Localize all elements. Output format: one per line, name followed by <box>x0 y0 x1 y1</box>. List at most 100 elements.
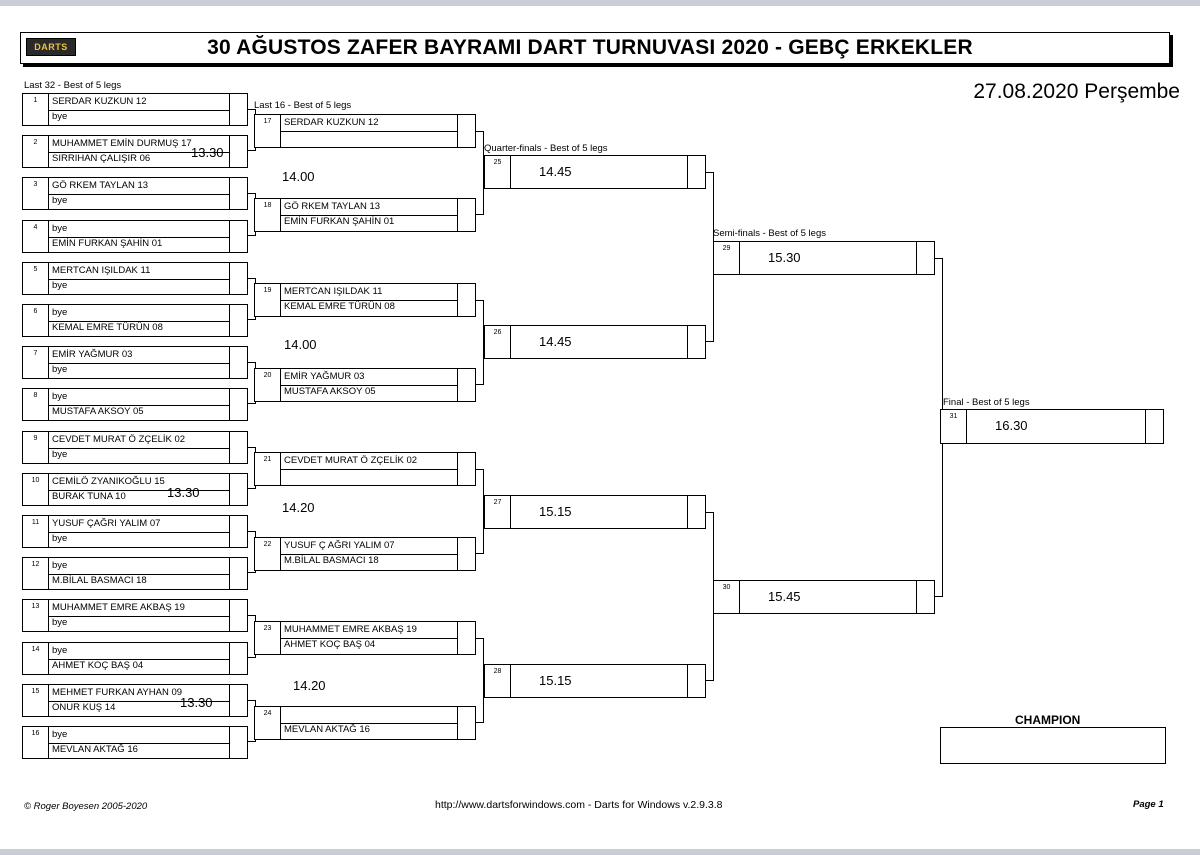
round-label-last32: Last 32 - Best of 5 legs <box>24 80 122 91</box>
connector-last16-2 <box>476 469 484 554</box>
score-cell <box>229 94 247 125</box>
player-1-name: GÖ RKEM TAYLAN 13 <box>284 201 381 212</box>
match-time: 14.45 <box>539 164 572 179</box>
match-number: 6 <box>23 305 49 336</box>
page-title: 30 AĞUSTOS ZAFER BAYRAMI DART TURNUVASI … <box>207 36 973 59</box>
match-number: 21 <box>255 453 281 485</box>
match-divider <box>49 658 229 660</box>
match-number: 11 <box>23 516 49 547</box>
match-number: 17 <box>255 115 281 147</box>
player-1-name: bye <box>52 391 68 402</box>
score-cell <box>687 496 705 528</box>
match-divider <box>49 362 229 364</box>
round-label-qf: Quarter-finals - Best of 5 legs <box>484 143 608 154</box>
round-label-final: Final - Best of 5 legs <box>943 397 1030 408</box>
player-2-name: BURAK TUNA 10 <box>52 491 126 502</box>
score-cell <box>229 305 247 336</box>
connector-last16-1 <box>476 300 484 385</box>
match-number: 20 <box>255 369 281 401</box>
match-number: 27 <box>485 496 511 528</box>
player-1-name: MERTCAN IŞILDAK 11 <box>52 265 151 276</box>
match-divider <box>49 573 229 575</box>
match-divider <box>49 489 229 491</box>
champion-box <box>940 727 1166 764</box>
match-number: 13 <box>23 600 49 631</box>
score-cell <box>229 432 247 463</box>
player-2-name: AHMET KOÇ BAŞ 04 <box>52 660 144 671</box>
player-1-name: bye <box>52 645 68 656</box>
match-number: 12 <box>23 558 49 589</box>
score-cell <box>229 347 247 378</box>
match-divider <box>281 469 457 470</box>
score-cell <box>687 326 705 358</box>
match-number: 29 <box>714 242 740 274</box>
match-number: 15 <box>23 685 49 716</box>
player-1-name: EMİR YAĞMUR 03 <box>52 349 133 360</box>
match-divider <box>49 404 229 406</box>
score-cell <box>229 263 247 294</box>
player-2-name: MUSTAFA AKSOY 05 <box>52 406 144 417</box>
match-divider <box>281 300 457 301</box>
player-1-name: CEMİLÖ ZYANIKOĞLU 15 <box>52 476 165 487</box>
player-1-name: GÖ RKEM TAYLAN 13 <box>52 180 149 191</box>
player-1-name: MUHAMMET EMİN DURMUŞ 17 <box>52 138 192 149</box>
connector-last16-3 <box>476 638 484 723</box>
match-divider <box>281 131 457 132</box>
player-1-name: bye <box>52 560 68 571</box>
score-cell <box>229 516 247 547</box>
match-number: 10 <box>23 474 49 505</box>
player-1-name: bye <box>52 307 68 318</box>
player-1-name: MEHMET FURKAN AYHAN 09 <box>52 687 183 698</box>
match-divider <box>49 742 229 744</box>
footer-url: http://www.dartsforwindows.com - Darts f… <box>435 799 723 811</box>
score-cell <box>457 199 475 231</box>
score-cell <box>229 600 247 631</box>
round-label-sf: Semi-finals - Best of 5 legs <box>713 228 826 239</box>
score-cell <box>457 707 475 739</box>
player-1-name: MERTCAN IŞILDAK 11 <box>284 286 383 297</box>
score-cell <box>229 727 247 758</box>
copyright-text: © Roger Boyesen 2005-2020 <box>24 801 148 812</box>
match-time: 15.45 <box>768 589 801 604</box>
match-divider <box>49 700 229 702</box>
match-time: 16.30 <box>995 418 1028 433</box>
player-2-name: bye <box>52 111 68 122</box>
score-cell <box>229 685 247 716</box>
player-1-name: EMİR YAĞMUR 03 <box>284 371 365 382</box>
schedule-time-note: 13.30 <box>191 145 224 160</box>
match-number: 19 <box>255 284 281 316</box>
page-number: Page 1 <box>1133 799 1164 810</box>
match-divider <box>49 278 229 280</box>
match-number: 4 <box>23 221 49 252</box>
schedule-time-note: 14.00 <box>284 337 317 352</box>
player-2-name: MEVLAN AKTAĞ 16 <box>52 744 138 755</box>
match-number: 31 <box>941 410 967 443</box>
schedule-time-note: 14.00 <box>282 169 315 184</box>
champion-label: CHAMPION <box>1015 713 1081 727</box>
score-cell <box>457 115 475 147</box>
score-cell <box>457 622 475 654</box>
score-cell <box>229 558 247 589</box>
date-label: 27.08.2020 Perşembe <box>973 80 1180 103</box>
match-number: 14 <box>23 643 49 674</box>
final-match-31: 31 16.30 <box>940 409 1164 444</box>
player-2-name: bye <box>52 280 68 291</box>
match-divider <box>281 215 457 216</box>
match-divider <box>49 193 229 195</box>
match-time: 15.30 <box>768 250 801 265</box>
